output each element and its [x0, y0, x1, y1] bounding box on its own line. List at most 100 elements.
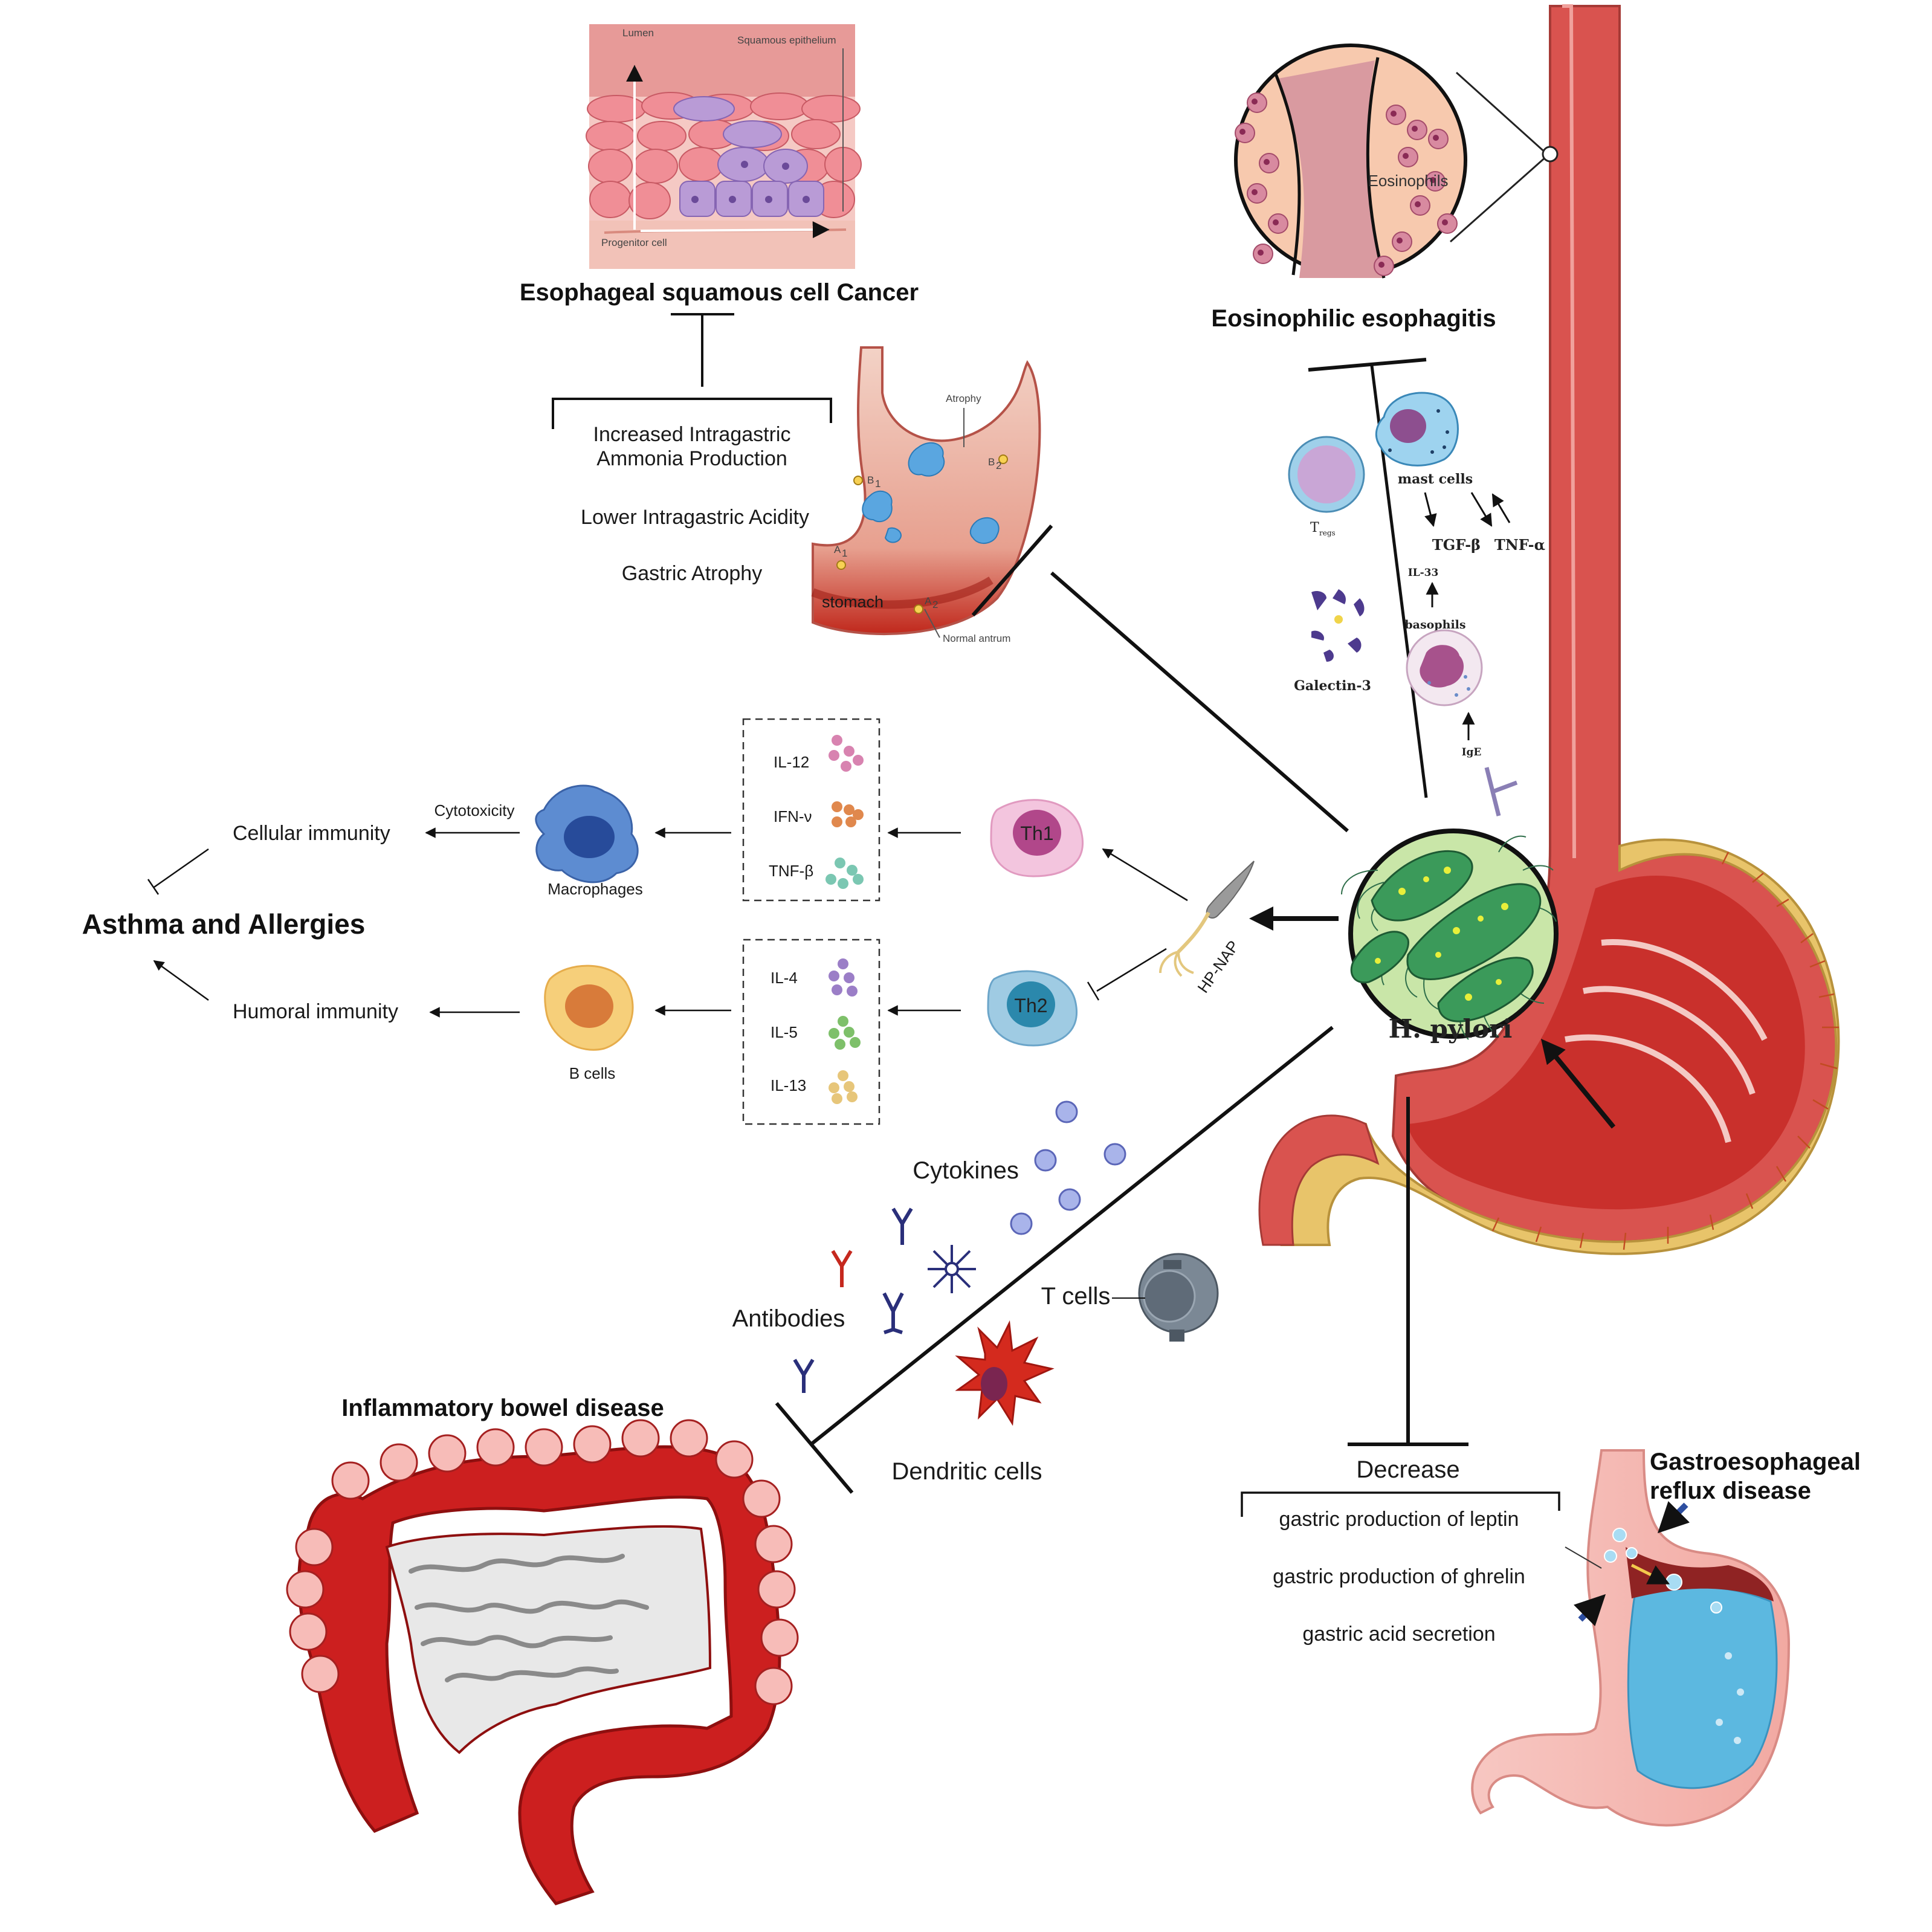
cytokine-il13: IL-13 — [771, 1076, 806, 1094]
antibody-icons — [793, 1207, 913, 1393]
point-a1-sub: 1 — [842, 548, 847, 559]
il5-dots — [829, 1016, 861, 1050]
eosinophils-label: Eosinophils — [1368, 172, 1449, 190]
basophil-cell — [1406, 629, 1483, 706]
normal-antrum-label: Normal antrum — [943, 633, 1010, 644]
lumen-label: Lumen — [622, 27, 654, 39]
squamous-epithelium-label: Squamous epithelium — [737, 34, 836, 46]
basophils-label: basophils — [1404, 618, 1465, 632]
th2-cytokine-box — [742, 939, 880, 1125]
effect-ghrelin: gastric production of ghrelin — [1273, 1565, 1525, 1588]
ifn-dots — [832, 801, 864, 827]
tnf-beta-dots — [825, 858, 864, 889]
point-a1: A — [834, 544, 841, 555]
ige-label: IgE — [1462, 746, 1482, 758]
antibodies-label: Antibodies — [732, 1305, 845, 1332]
macrophages-label: Macrophages — [548, 880, 643, 898]
progenitor-cell-label: Progenitor cell — [601, 237, 667, 248]
gerd-section: Decrease gastric production of leptin ga… — [1241, 1449, 1861, 1827]
point-b1-sub: 1 — [875, 478, 880, 489]
t-cells-label: T cells — [1041, 1283, 1111, 1310]
atrophic-stomach-image: B 1 B 2 A 1 A 2 Atrophy Normal antrum st… — [811, 346, 1041, 644]
hpylori-section: H. pylori — [775, 525, 1616, 1494]
eosinophilic-esophagitis-title: Eosinophilic esophagitis — [1211, 305, 1496, 332]
dendritic-cells-label: Dendritic cells — [892, 1458, 1042, 1485]
colon-illustration — [286, 1419, 799, 1905]
il33-label: IL-33 — [1408, 567, 1439, 579]
esophageal-cancer-section: Lumen Squamous epithelium Progenitor cel… — [520, 24, 919, 585]
ige-antibody-icon — [1484, 767, 1518, 816]
b-cell — [544, 964, 634, 1051]
tgf-beta-label: TGF-β — [1432, 536, 1481, 554]
th2-label: Th2 — [1014, 995, 1047, 1016]
stomach-to-hpylori-arrow — [1540, 1038, 1616, 1129]
th1-label: Th1 — [1020, 822, 1053, 844]
th2-cell: Th2 — [987, 970, 1077, 1047]
cytokine-il4: IL-4 — [771, 969, 798, 987]
ibd-inhibit-line — [810, 1026, 1334, 1446]
point-a2: A — [925, 595, 932, 607]
hpylori-label: H. pylori — [1389, 1014, 1513, 1044]
tnf-alpha-label: TNF-α — [1494, 536, 1545, 554]
point-b2: B — [988, 456, 995, 468]
antibody-cluster-icon — [928, 1245, 976, 1293]
ibd-inhibit-bar — [775, 1402, 854, 1494]
point-b1: B — [867, 474, 874, 486]
macrophage-cell — [535, 784, 639, 884]
stomach-atrophy-inhibit-bar — [971, 525, 1053, 616]
gerd-stomach-illustration — [1471, 1449, 1791, 1827]
treg-label: T — [1310, 520, 1319, 535]
effect-acid: gastric acid secretion — [1302, 1623, 1495, 1646]
mechanism-acidity: Lower Intragastric Acidity — [581, 506, 809, 529]
stomach-label: stomach — [822, 593, 884, 611]
asthma-allergies-section: HP-NAP Th1 Th2 IL-12 IFN-ν TNF-β IL-4 IL… — [82, 718, 1255, 1125]
point-a2-sub: 2 — [932, 599, 938, 610]
dendritic-cell-icon — [955, 1320, 1055, 1426]
cellular-immunity-label: Cellular immunity — [233, 822, 390, 845]
squamous-epithelium-image: Lumen Squamous epithelium Progenitor cel… — [586, 24, 862, 269]
mechanism-ammonia-line2: Ammonia Production — [596, 447, 787, 470]
hp-nap-icon — [1159, 861, 1255, 977]
asthma-allergies-title: Asthma and Allergies — [82, 908, 366, 940]
eoe-inhibit-bar — [1308, 358, 1427, 372]
stomach-atrophy-inhibit-line — [1050, 571, 1349, 833]
effect-leptin: gastric production of leptin — [1279, 1508, 1519, 1531]
mechanism-ammonia-line1: Increased Intragastric — [593, 423, 791, 446]
gerd-title-line1: Gastroesophageal — [1650, 1449, 1861, 1475]
mechanism-atrophy: Gastric Atrophy — [622, 562, 762, 585]
cytokines-label: Cytokines — [913, 1157, 1019, 1184]
esophageal-cancer-title: Esophageal squamous cell Cancer — [520, 279, 919, 306]
il13-dots — [829, 1070, 858, 1104]
point-b2-sub: 2 — [996, 460, 1001, 471]
hp-nap-label: HP-NAP — [1194, 937, 1242, 997]
esophagus-stomach-illustration — [1258, 4, 1840, 1255]
cytokine-particles — [1010, 1100, 1126, 1235]
galectin3-label: Galectin-3 — [1294, 678, 1371, 694]
cytotoxicity-label: Cytotoxicity — [435, 801, 515, 819]
gerd-title-line2: reflux disease — [1650, 1478, 1811, 1504]
atrophy-label: Atrophy — [946, 393, 981, 404]
b-cells-label: B cells — [569, 1064, 616, 1082]
treg-cell: T regs — [1288, 436, 1365, 537]
humoral-immunity-label: Humoral immunity — [233, 1000, 398, 1023]
hpylori-bacteria — [1350, 850, 1542, 1023]
cytokine-ifn: IFN-ν — [774, 807, 812, 825]
ibd-title: Inflammatory bowel disease — [341, 1395, 664, 1421]
galectin3-icon — [1311, 589, 1365, 662]
cytokine-il12: IL-12 — [774, 753, 809, 771]
mast-cell: mast cells — [1375, 392, 1473, 487]
t-cell-icon — [1138, 1253, 1219, 1342]
mast-cells-label: mast cells — [1398, 471, 1473, 487]
cytokine-tnf-beta: TNF-β — [769, 862, 813, 880]
il12-dots — [829, 735, 864, 772]
esophageal-cancer-inhibit-connector — [552, 313, 832, 429]
treg-sub: regs — [1319, 529, 1336, 537]
il4-dots — [829, 958, 858, 997]
eosinophilic-esophagitis-section: Eosinophils Eosinophilic esophagitis T r… — [1211, 44, 1559, 816]
th1-cytokine-box — [742, 718, 880, 902]
cytokine-il5: IL-5 — [771, 1023, 798, 1041]
ibd-section: Cytokines Antibodies T cells — [286, 1100, 1219, 1905]
th1-cell: Th1 — [990, 799, 1084, 877]
decrease-label: Decrease — [1356, 1456, 1459, 1483]
